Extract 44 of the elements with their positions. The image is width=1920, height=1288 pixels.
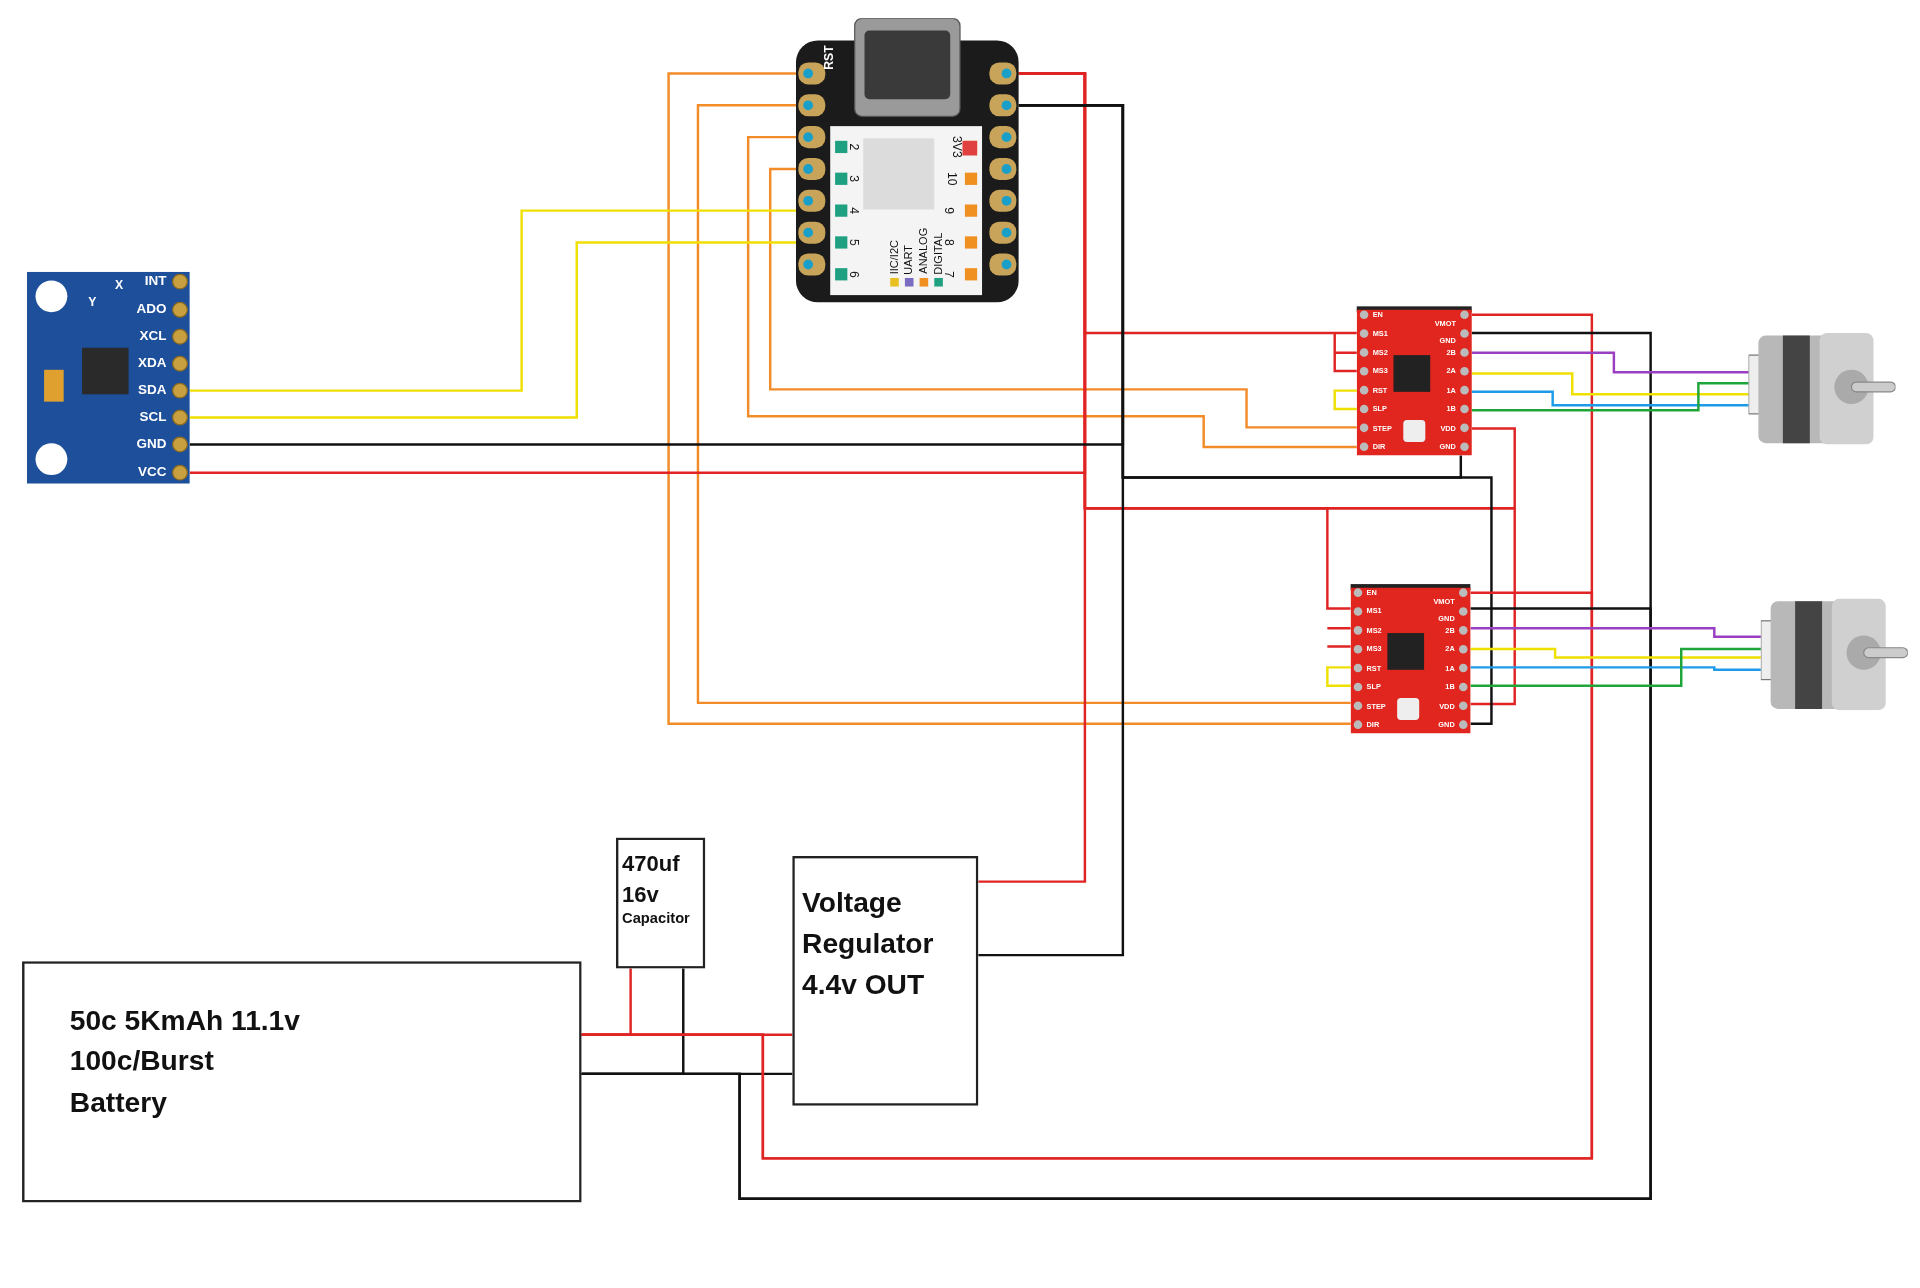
- wire: [746, 135, 1357, 449]
- pin-label: XCL: [139, 329, 167, 343]
- board-label: DIGITAL: [933, 232, 945, 275]
- component-label: 470uf 16v: [622, 850, 681, 910]
- axis-label: X: [115, 279, 124, 292]
- pin-label: VCC: [138, 465, 167, 479]
- wire: [1470, 666, 1761, 672]
- pin-label: RST: [822, 45, 836, 70]
- wire: [1326, 666, 1351, 687]
- pin-label: INT: [144, 274, 167, 288]
- board-label: IIC/I2C: [889, 240, 900, 275]
- pin-label: 8: [942, 239, 955, 246]
- pin-label: 5: [847, 239, 860, 246]
- pin-label: 3V3: [950, 136, 963, 158]
- pin-label: GND: [136, 437, 167, 451]
- pin-label: 4: [847, 207, 860, 214]
- pin-label: 6: [847, 270, 860, 278]
- wire: [1471, 382, 1749, 412]
- pin-label: SCL: [139, 410, 167, 424]
- component-label: Voltage Regulator 4.4v OUT: [802, 885, 935, 1003]
- wire: [189, 241, 796, 419]
- wire: [1333, 389, 1357, 411]
- pin-label: 2: [847, 143, 860, 151]
- wire: [769, 167, 1357, 429]
- wire: [1470, 626, 1761, 638]
- axis-label: Y: [88, 296, 97, 309]
- component-label: 50c 5KmAh 11.1v 100c/Burst Battery: [69, 1003, 301, 1120]
- wire: [1470, 647, 1761, 659]
- wire: [1471, 372, 1749, 396]
- pin-label: ADO: [136, 302, 167, 316]
- pin-label: 7: [942, 270, 955, 278]
- wire: [1470, 647, 1761, 687]
- wire: [1471, 351, 1749, 374]
- pin-label: SDA: [138, 383, 167, 397]
- wire: [978, 104, 1125, 957]
- pin-label: 3: [847, 175, 860, 183]
- wire: [1471, 390, 1749, 407]
- pin-label: 10: [946, 171, 959, 186]
- pin-label: XDA: [138, 356, 167, 370]
- wire: [189, 209, 796, 392]
- pin-label: 9: [942, 207, 955, 214]
- board-label: ANALOG: [918, 228, 930, 275]
- board-label: UART: [903, 244, 915, 275]
- component-label: Capacitor: [622, 911, 690, 926]
